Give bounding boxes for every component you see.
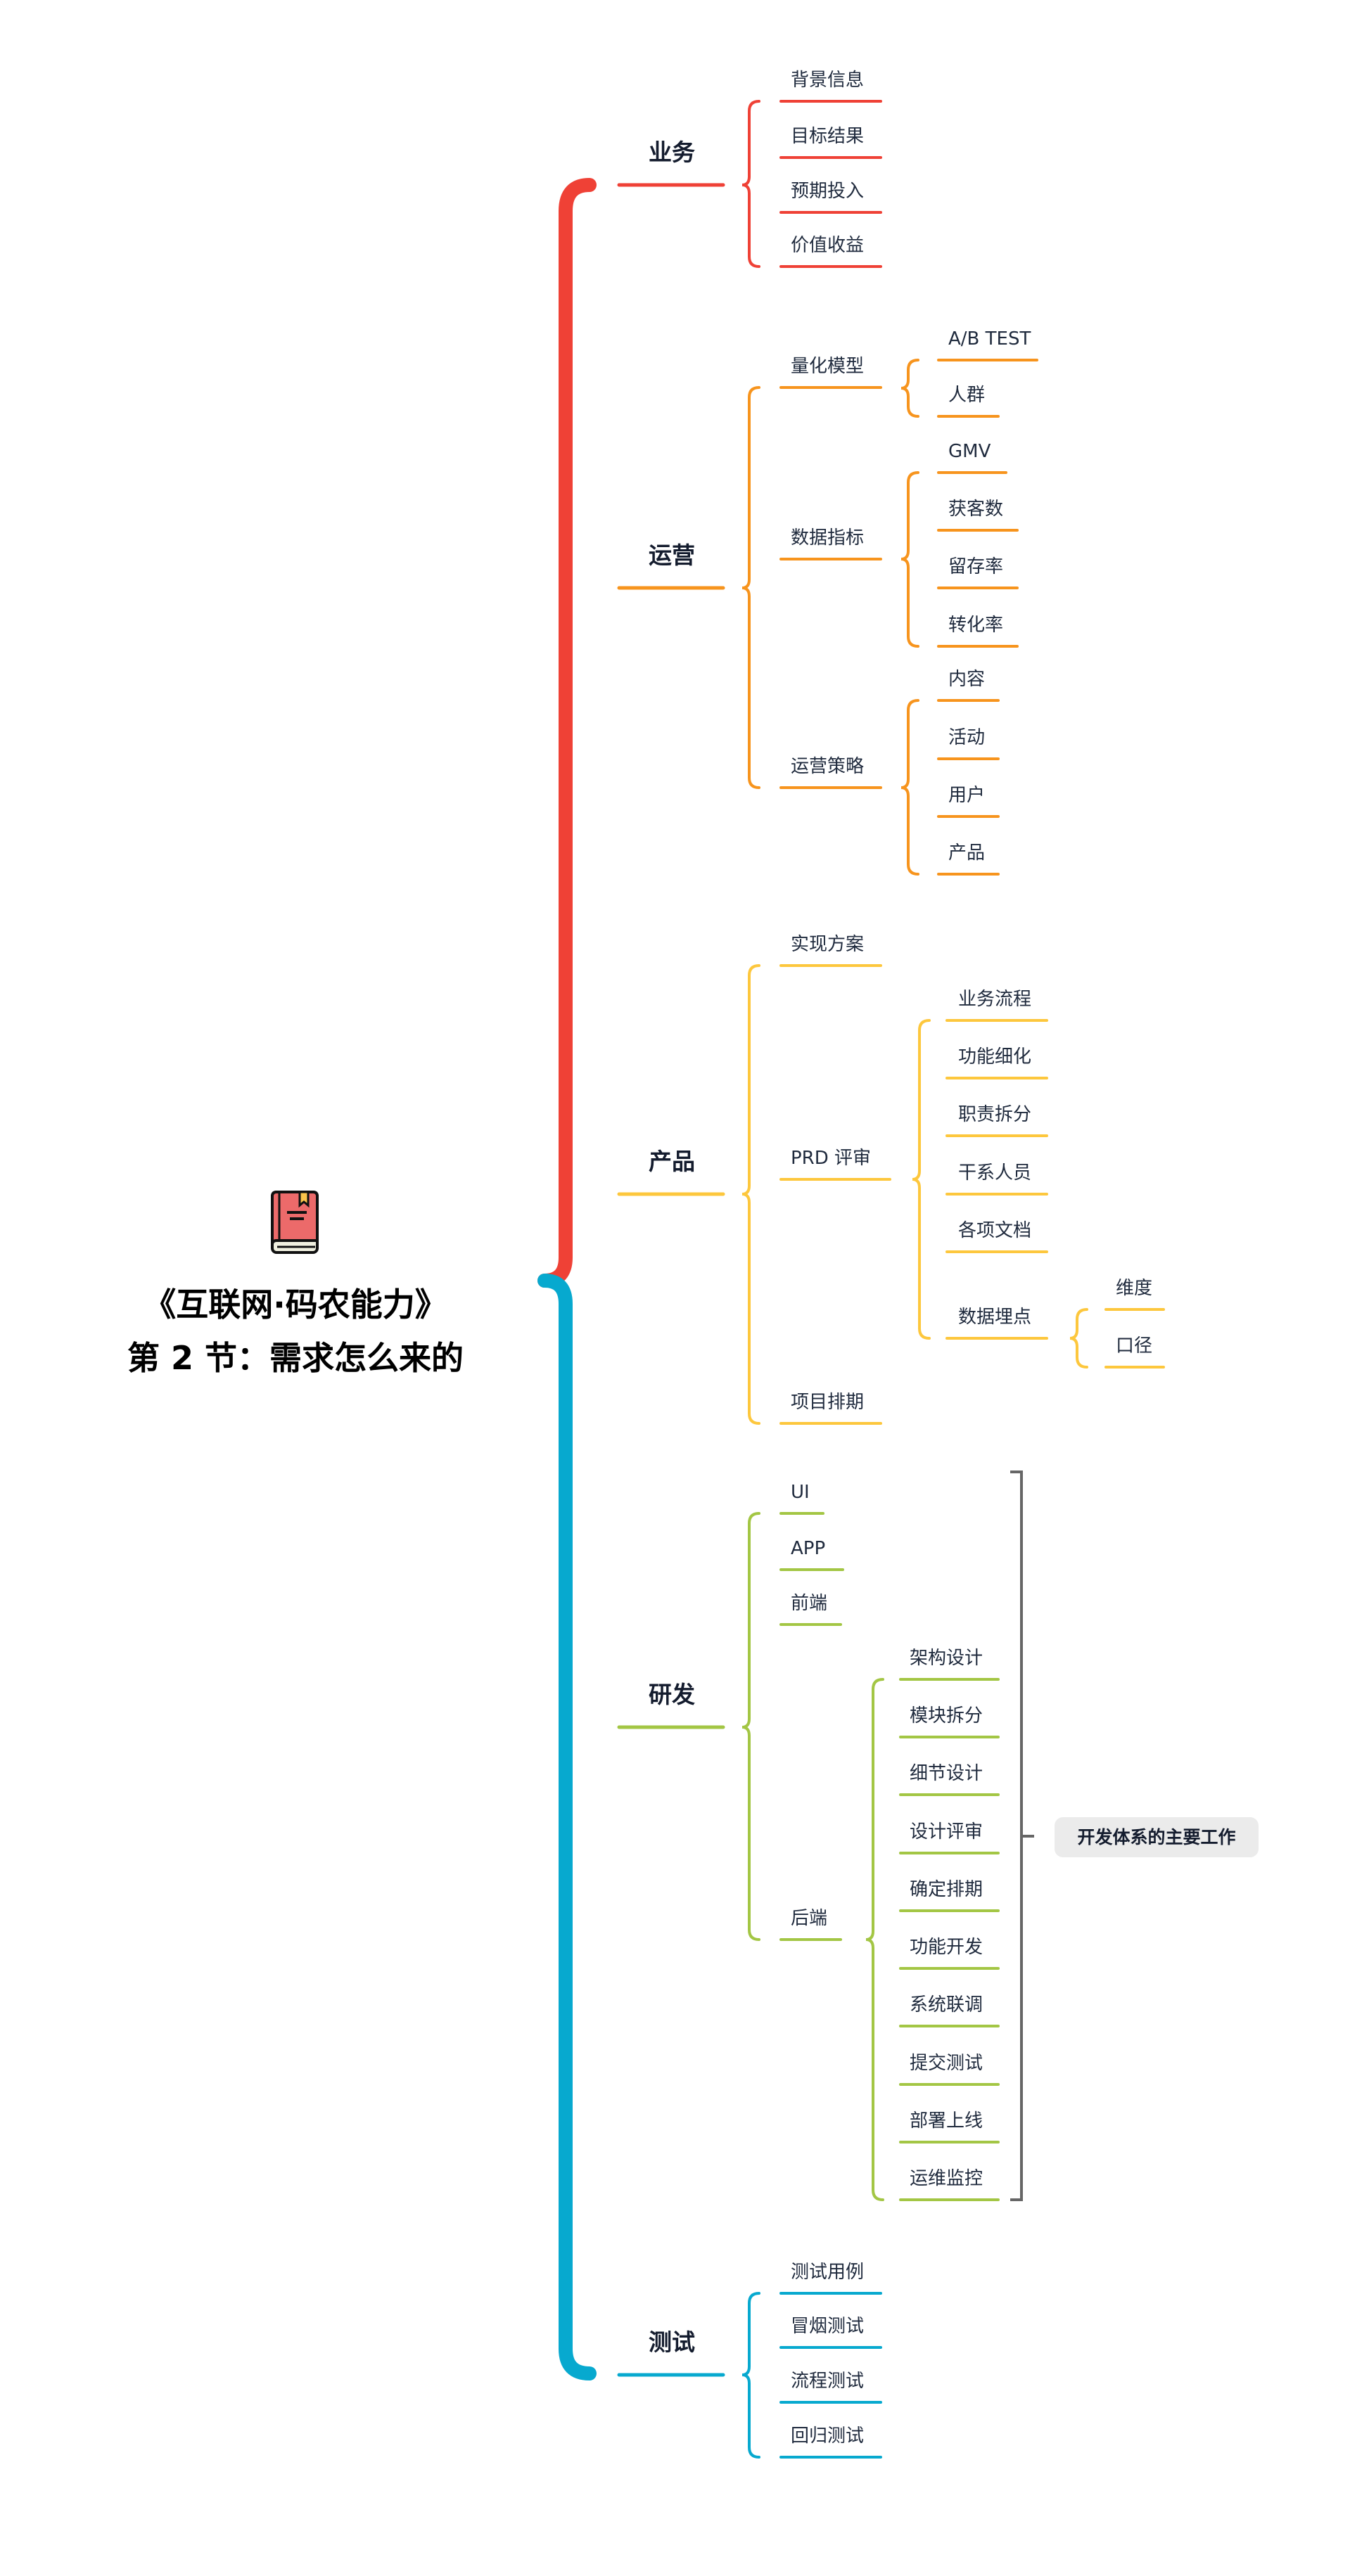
main-brace-bottom	[537, 1274, 597, 2380]
topic-node[interactable]: 设计评审	[910, 1821, 983, 1843]
topic-node[interactable]: 测试用例	[791, 2262, 865, 2283]
topic-node[interactable]: 口径	[1116, 1335, 1153, 1357]
topic-node[interactable]: 职责拆分	[958, 1104, 1032, 1125]
main-brace-top	[537, 178, 597, 1288]
topic-node[interactable]: 活动	[948, 727, 986, 748]
topic-node[interactable]: 细节设计	[910, 1763, 983, 1784]
topic-node[interactable]: A/B TEST	[948, 328, 1031, 350]
topic-node[interactable]: APP	[791, 1538, 826, 1559]
topic-node[interactable]: 维度	[1116, 1278, 1153, 1299]
topic-node[interactable]: 后端	[791, 1908, 828, 1929]
branch-rd-lines	[617, 1512, 1000, 2201]
topic-node[interactable]: 各项文档	[958, 1220, 1032, 1241]
topic-node[interactable]: 干系人员	[958, 1162, 1032, 1184]
topic-testing[interactable]: 测试	[649, 2328, 695, 2356]
topic-node[interactable]: 提交测试	[910, 2053, 983, 2074]
topic-node[interactable]: 冒烟测试	[791, 2316, 865, 2337]
topic-operations[interactable]: 运营	[649, 542, 695, 569]
topic-node[interactable]: 实现方案	[791, 934, 865, 955]
topic-node[interactable]: 回归测试	[791, 2426, 865, 2447]
book-icon	[270, 1190, 319, 1255]
topic-node[interactable]: 前端	[791, 1593, 828, 1614]
topic-node[interactable]: 价值收益	[791, 235, 865, 256]
topic-node[interactable]: 量化模型	[791, 356, 865, 377]
topic-node[interactable]: 人群	[948, 385, 986, 406]
topic-node[interactable]: 流程测试	[791, 2371, 865, 2392]
topic-node[interactable]: 确定排期	[910, 1879, 983, 1900]
branch-business-lines	[617, 100, 882, 268]
topic-node[interactable]: 目标结果	[791, 126, 865, 147]
topic-product[interactable]: 产品	[649, 1148, 695, 1175]
topic-node[interactable]: 数据埋点	[958, 1307, 1032, 1328]
topic-node[interactable]: 功能开发	[910, 1937, 983, 1958]
topic-node[interactable]: 用户	[948, 785, 986, 806]
topic-rd[interactable]: 研发	[649, 1681, 695, 1708]
central-topic-title[interactable]: 《互联网·码农能力》	[144, 1286, 447, 1324]
topic-business[interactable]: 业务	[649, 139, 695, 166]
topic-node[interactable]: 内容	[948, 669, 986, 690]
topic-node[interactable]: 产品	[948, 842, 986, 864]
topic-node[interactable]: 运维监控	[910, 2168, 983, 2189]
topic-node[interactable]: 项目排期	[791, 1392, 865, 1413]
topic-node[interactable]: 运营策略	[791, 756, 865, 777]
central-topic-subtitle[interactable]: 第 2 节：需求怎么来的	[127, 1339, 464, 1377]
topic-node[interactable]: 系统联调	[910, 1994, 983, 2016]
topic-node[interactable]: UI	[791, 1482, 810, 1503]
topic-node[interactable]: 架构设计	[910, 1648, 983, 1669]
topic-node[interactable]: GMV	[948, 441, 991, 462]
topic-node[interactable]: 获客数	[948, 499, 1004, 520]
topic-node[interactable]: 部署上线	[910, 2110, 983, 2132]
topic-node[interactable]: 模块拆分	[910, 1705, 983, 1726]
topic-node[interactable]: 留存率	[948, 556, 1004, 577]
summary-bracket	[1010, 1470, 1034, 2201]
topic-node[interactable]: 功能细化	[958, 1046, 1032, 1068]
topic-node[interactable]: 数据指标	[791, 527, 865, 549]
branch-testing-lines	[617, 2292, 882, 2459]
summary-label[interactable]: 开发体系的主要工作	[1055, 1817, 1259, 1857]
branch-operations-lines	[617, 359, 1038, 876]
topic-node[interactable]: 背景信息	[791, 70, 865, 91]
topic-node[interactable]: 预期投入	[791, 181, 865, 202]
branch-product-lines	[617, 964, 1165, 1425]
topic-node[interactable]: 转化率	[948, 615, 1004, 636]
topic-node[interactable]: PRD 评审	[791, 1148, 872, 1169]
topic-node[interactable]: 业务流程	[958, 989, 1032, 1010]
